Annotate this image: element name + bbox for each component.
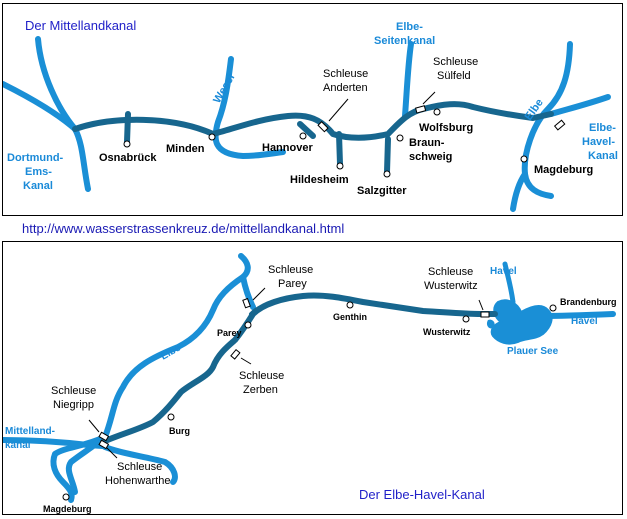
lock-zerben-label-2: Zerben: [243, 384, 278, 396]
label-elbe-seitenkanal-1: Elbe-: [396, 21, 423, 33]
city-hildesheim: Hildesheim: [290, 174, 349, 186]
elbe-havel-kanal-main: [100, 292, 498, 445]
town-hannover-dot: [299, 132, 307, 140]
arrow-parey: [252, 287, 266, 301]
city-hannover: Hannover: [262, 142, 313, 154]
elbe-north-branch: [240, 274, 256, 310]
town-genthin-dot: [346, 301, 354, 309]
city-parey: Parey: [217, 328, 242, 338]
label-elbe-seitenkanal-2: Seitenkanal: [374, 35, 435, 47]
arrow-zerben: [240, 357, 252, 365]
city-osnabrueck: Osnabrück: [99, 152, 157, 164]
mittellandkanal-stub: [0, 437, 106, 449]
label-dortmund-ems-3: Kanal: [23, 180, 53, 192]
city-genthin: Genthin: [333, 312, 367, 322]
lock-zerben-marker: [230, 348, 241, 360]
town-salzgitter-dot: [383, 170, 391, 178]
arrow-hohenwarthe: [106, 447, 118, 459]
lock-niegripp-label-2: Niegripp: [53, 399, 94, 411]
city-braunschweig-2: schweig: [409, 151, 452, 163]
lock-niegripp-label-1: Schleuse: [51, 385, 96, 397]
city-minden: Minden: [166, 143, 205, 155]
label-dortmund-ems-2: Ems-: [25, 166, 52, 178]
lock-hohenwarthe-marker: [98, 439, 110, 450]
town-burg-dot: [167, 413, 175, 421]
label-havel-north: Havel: [490, 266, 517, 277]
label-plauer-see: Plauer See: [507, 346, 559, 357]
town-minden-dot: [208, 133, 216, 141]
ems-upper: [35, 36, 78, 132]
lock-parey-label-1: Schleuse: [268, 264, 313, 276]
weser-river: [212, 56, 286, 159]
town-brandenburg-dot: [549, 304, 557, 312]
elbe-river: [521, 41, 573, 199]
stichkanal-hannover: [297, 121, 316, 139]
stichkanal-hildesheim: [336, 131, 343, 167]
elbe-havel-kanal: [548, 94, 611, 117]
label-mittellandkanal-1: Mittelland-: [5, 426, 55, 437]
town-wolfsburg-dot: [433, 108, 441, 116]
lock-wusterwitz-label-2: Wusterwitz: [424, 280, 478, 292]
lock-anderten-label-1: Schleuse: [323, 68, 368, 80]
arrow-anderten: [328, 98, 349, 122]
arrow-niegripp: [88, 419, 100, 433]
lock-wusterwitz-marker: [480, 311, 490, 318]
city-burg: Burg: [169, 426, 190, 436]
lock-hohenwarthe-label-2: Hohenwarthe: [105, 475, 170, 487]
lock-suelfeld-label-2: Sülfeld: [437, 70, 471, 82]
source-url[interactable]: http://www.wasserstrassenkreuz.de/mittel…: [22, 221, 345, 236]
label-elbe-havel-1: Elbe-: [589, 122, 616, 134]
label-dortmund-ems-1: Dortmund-: [7, 152, 64, 164]
lock-elbe-havel-marker: [553, 119, 566, 131]
city-salzgitter: Salzgitter: [357, 185, 407, 197]
stichkanal-salzgitter: [384, 136, 391, 175]
lock-zerben-label-1: Schleuse: [239, 370, 284, 382]
elbe-seitenkanal: [402, 41, 414, 119]
lock-parey-marker: [242, 297, 251, 309]
havel-river-north: [502, 261, 516, 305]
town-wusterwitz-dot: [462, 315, 470, 323]
label-elbe-havel-2: Havel-: [582, 136, 615, 148]
town-osnabrueck-dot: [123, 140, 131, 148]
elbe-lower: [510, 171, 528, 212]
mittellandkanal-map: Der Mittellandkanal Dortmund- Ems- Kanal…: [0, 3, 623, 216]
label-havel-east: Havel: [571, 316, 598, 327]
plauer-see: [490, 299, 553, 345]
town-magdeburg-dot: [62, 493, 70, 501]
lock-suelfeld-marker: [415, 105, 427, 114]
town-parey-dot: [244, 321, 252, 329]
arrow-wusterwitz: [478, 299, 484, 311]
town-magdeburg-dot: [520, 155, 528, 163]
elbe-havel-kanal-map-svg: Der Elbe-Havel-Kanal Schleuse Parey Schl…: [0, 253, 617, 514]
city-braunschweig-1: Braun-: [409, 137, 445, 149]
city-wusterwitz: Wusterwitz: [423, 327, 471, 337]
town-braunschweig-dot: [396, 134, 404, 142]
label-mittellandkanal-2: kanal: [5, 440, 31, 451]
map-title: Der Mittellandkanal: [25, 18, 136, 33]
label-elbe-havel-3: Kanal: [588, 150, 618, 162]
arrow-suelfeld: [422, 91, 436, 105]
town-hildesheim-dot: [336, 162, 344, 170]
elbe-havel-kanal-map: Der Elbe-Havel-Kanal Schleuse Parey Schl…: [0, 241, 623, 515]
city-magdeburg: Magdeburg: [43, 504, 92, 514]
mittellandkanal-main: [72, 101, 554, 141]
city-magdeburg: Magdeburg: [534, 164, 593, 176]
city-brandenburg: Brandenburg: [560, 297, 617, 307]
city-wolfsburg: Wolfsburg: [419, 122, 473, 134]
lock-niegripp-marker: [98, 431, 110, 442]
lock-anderten-marker: [317, 121, 329, 133]
lock-hohenwarthe-label-1: Schleuse: [117, 461, 162, 473]
map-title: Der Elbe-Havel-Kanal: [359, 487, 485, 502]
plauer-see-islands: [486, 319, 495, 329]
elbe-river-east: [102, 444, 178, 485]
lock-anderten-label-2: Anderten: [323, 82, 368, 94]
mittellandkanal-map-svg: Der Mittellandkanal Dortmund- Ems- Kanal…: [0, 18, 618, 212]
elbe-havel-kanal-link: [249, 305, 265, 316]
lock-wusterwitz-label-1: Schleuse: [428, 266, 473, 278]
lock-suelfeld-label-1: Schleuse: [433, 56, 478, 68]
lock-parey-label-2: Parey: [278, 278, 307, 290]
